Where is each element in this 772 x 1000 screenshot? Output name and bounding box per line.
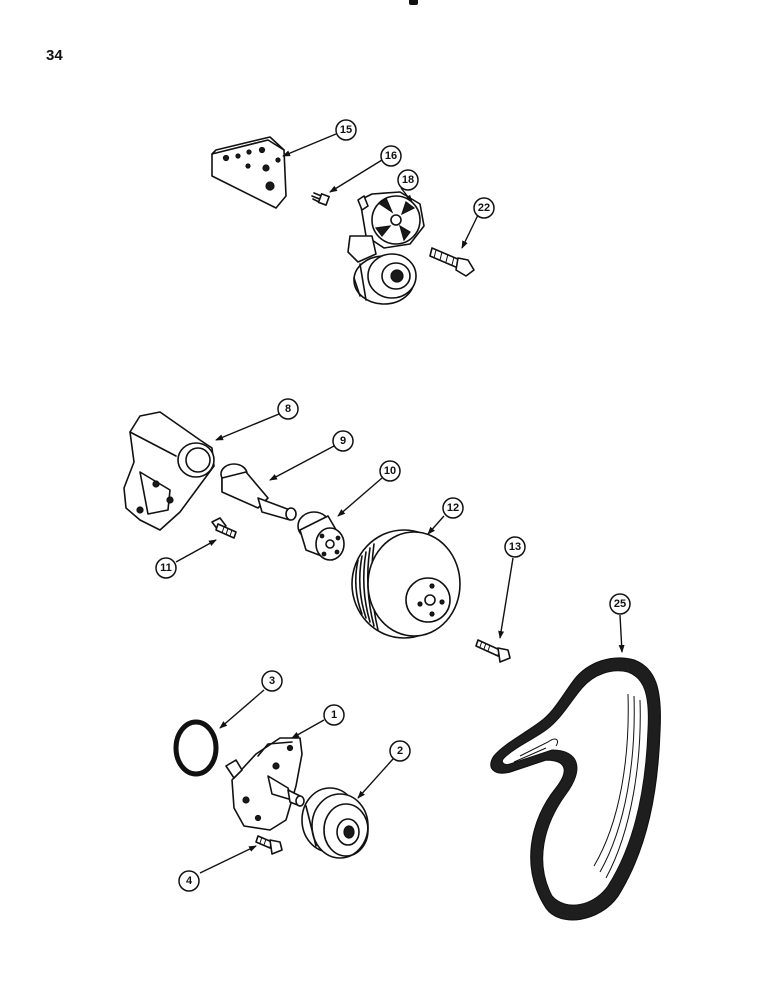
water-pump-part [225,737,305,831]
svg-text:11: 11 [160,562,172,574]
o-ring-part [173,719,219,777]
fan-bracket-part [123,411,215,531]
poly-v-belt-part [490,657,661,921]
fan-pulley-part [351,529,461,639]
callout-10: 10 [379,460,401,482]
svg-text:10: 10 [384,465,396,477]
callout-25: 25 [609,593,631,615]
callout-8: 8 [277,398,299,420]
callout-2: 2 [389,740,411,762]
page-number: 34 [46,47,63,64]
callout-11: 11 [155,557,177,579]
svg-text:4: 4 [186,875,193,887]
idler-pulley-part [301,787,369,859]
screw-part [311,192,330,206]
callout-3: 3 [261,670,283,692]
svg-text:2: 2 [397,745,403,757]
callout-9: 9 [332,430,354,452]
bolt-part [429,247,475,277]
callout-12: 12 [442,497,464,519]
svg-text:13: 13 [509,541,521,553]
callout-18: 18 [397,169,419,191]
page-header-mark [409,0,418,5]
svg-text:25: 25 [614,598,626,610]
callout-4: 4 [178,870,200,892]
svg-text:12: 12 [447,502,459,514]
svg-text:15: 15 [340,124,352,136]
callout-22: 22 [473,197,495,219]
mounting-plate-part [211,136,287,209]
svg-text:16: 16 [385,150,397,162]
svg-text:9: 9 [340,435,346,447]
cap-screw-part [211,517,237,539]
hex-screw-part [255,835,283,855]
svg-text:1: 1 [331,709,337,721]
callout-13: 13 [504,536,526,558]
spacer-part [297,511,345,561]
svg-text:22: 22 [478,202,490,214]
spindle-part [220,463,297,521]
hex-bolt-part [475,639,511,663]
callout-15: 15 [335,119,357,141]
leader-lines [175,133,625,874]
callout-1: 1 [323,704,345,726]
callout-16: 16 [380,145,402,167]
svg-text:8: 8 [285,403,291,415]
belt-tensioner-part [347,191,425,305]
svg-text:18: 18 [402,174,414,186]
svg-text:3: 3 [269,675,275,687]
